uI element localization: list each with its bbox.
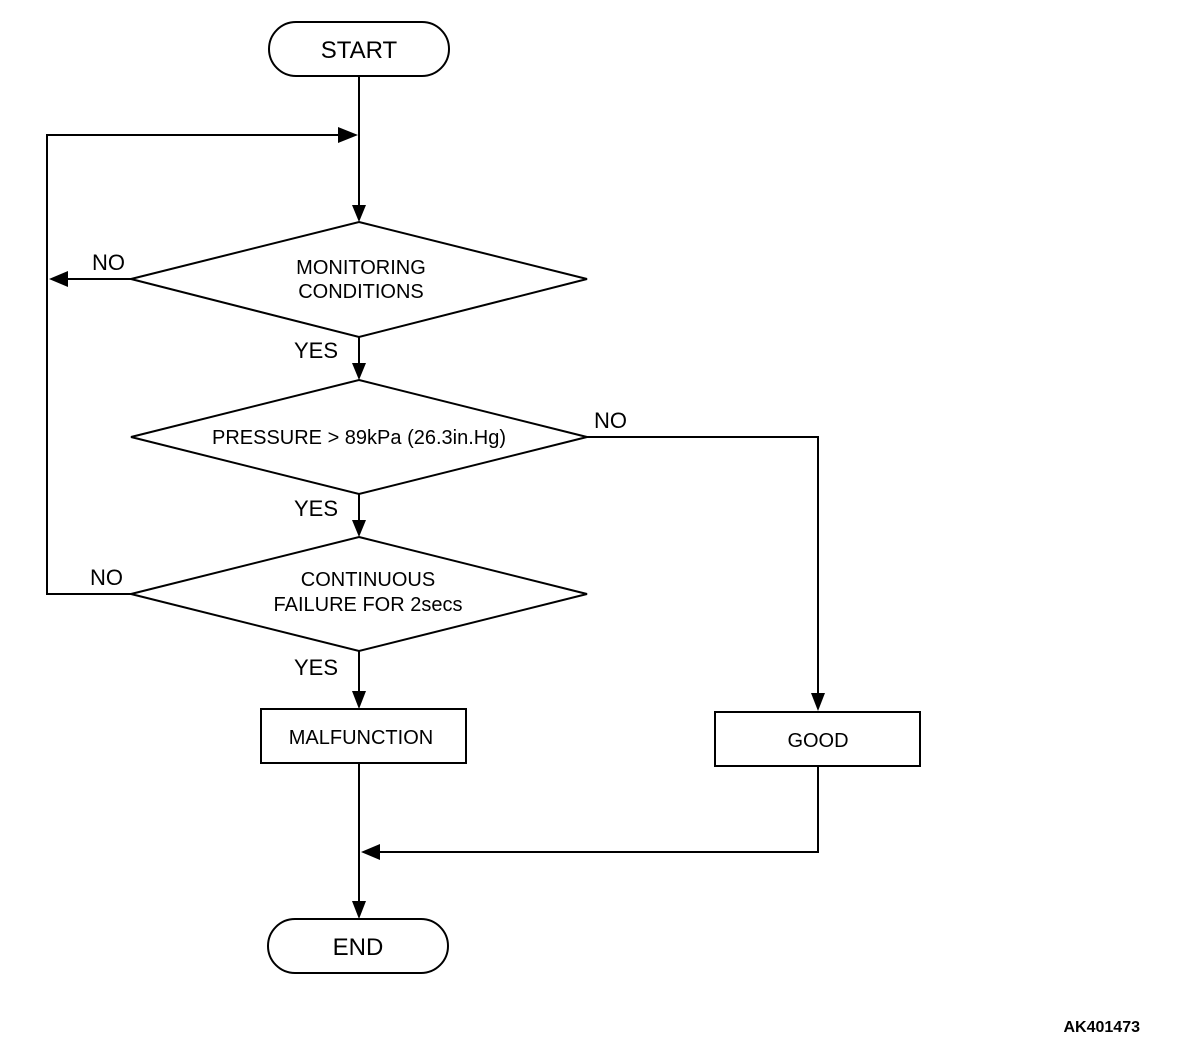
decision-failure-line2: FAILURE FOR 2secs bbox=[274, 594, 463, 616]
arrowhead-loop-join bbox=[338, 127, 358, 143]
arrowhead-into-malfunction bbox=[352, 691, 366, 709]
arrowhead-monitoring-no bbox=[49, 271, 68, 287]
arrowhead-into-pressure bbox=[352, 363, 366, 380]
decision-failure-line1: CONTINUOUS bbox=[301, 569, 435, 591]
arrowhead-into-failure bbox=[352, 520, 366, 537]
connector-pressure-no bbox=[587, 436, 819, 694]
arrowhead-into-end bbox=[352, 901, 366, 919]
decision-monitoring-line1: MONITORING bbox=[296, 257, 426, 279]
label-yes-monitoring: YES bbox=[294, 338, 338, 363]
figure-code: AK401473 bbox=[1064, 1019, 1141, 1036]
decision-pressure-label: PRESSURE > 89kPa (26.3in.Hg) bbox=[212, 427, 506, 449]
result-good-label: GOOD bbox=[787, 730, 848, 752]
end-label: END bbox=[333, 934, 384, 961]
decision-monitoring-conditions bbox=[130, 220, 588, 339]
decision-monitoring-line2: CONDITIONS bbox=[298, 281, 424, 303]
arrowhead-good-join bbox=[361, 844, 380, 860]
result-malfunction-label: MALFUNCTION bbox=[289, 727, 433, 749]
end-terminal bbox=[267, 918, 449, 974]
label-no-monitoring: NO bbox=[92, 250, 125, 275]
loop-back-line bbox=[46, 134, 340, 595]
arrowhead-into-good bbox=[811, 693, 825, 711]
arrowhead-into-monitoring bbox=[352, 205, 366, 222]
label-yes-pressure: YES bbox=[294, 496, 338, 521]
start-label: START bbox=[321, 37, 398, 64]
label-yes-failure: YES bbox=[294, 655, 338, 680]
result-malfunction-box bbox=[260, 708, 467, 764]
connector-good-return bbox=[378, 766, 819, 853]
result-good-box bbox=[714, 711, 921, 767]
label-no-failure: NO bbox=[90, 565, 123, 590]
label-no-pressure: NO bbox=[594, 408, 627, 433]
